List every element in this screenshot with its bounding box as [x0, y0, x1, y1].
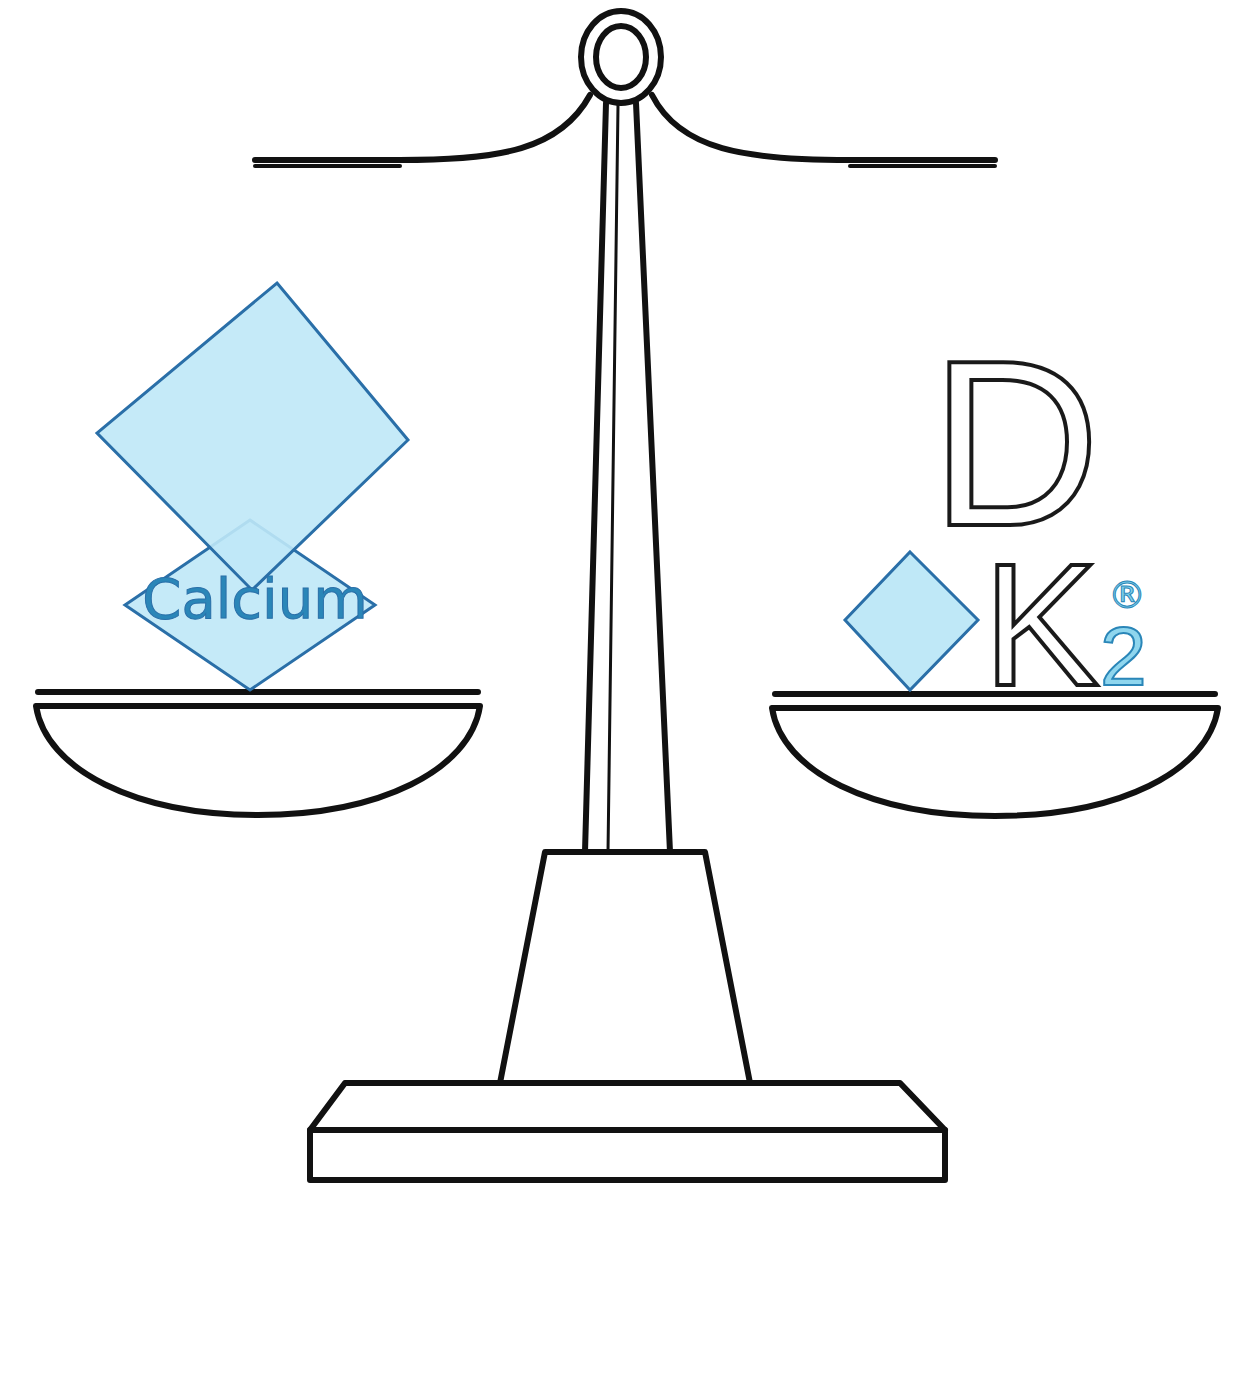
pillar-edge	[585, 103, 606, 852]
left-pan	[36, 706, 480, 815]
diamond-outline	[90, 278, 420, 698]
node-label: Calcium	[90, 571, 420, 627]
diamond-shape	[97, 283, 408, 590]
top-ring-inner	[596, 26, 646, 88]
beam-edge	[850, 164, 995, 168]
vitamin-letter: D	[930, 325, 1100, 561]
beam-left	[255, 95, 590, 160]
pillar-edge	[636, 103, 670, 852]
pillar-line	[608, 105, 618, 852]
registered-mark: ®	[1108, 576, 1146, 614]
vitamin-letter: K	[983, 538, 1099, 712]
beam-edge	[255, 164, 400, 168]
top-ring	[581, 11, 661, 103]
base-top	[310, 1083, 945, 1130]
diamond-node: Calcium	[90, 278, 420, 698]
pan-rim	[38, 689, 478, 695]
beam-right	[652, 95, 995, 160]
subscript-number: 2	[1100, 614, 1147, 698]
small-diamond	[845, 552, 978, 690]
base-block	[310, 1130, 945, 1180]
column	[500, 852, 750, 1083]
right-pan	[772, 708, 1218, 816]
